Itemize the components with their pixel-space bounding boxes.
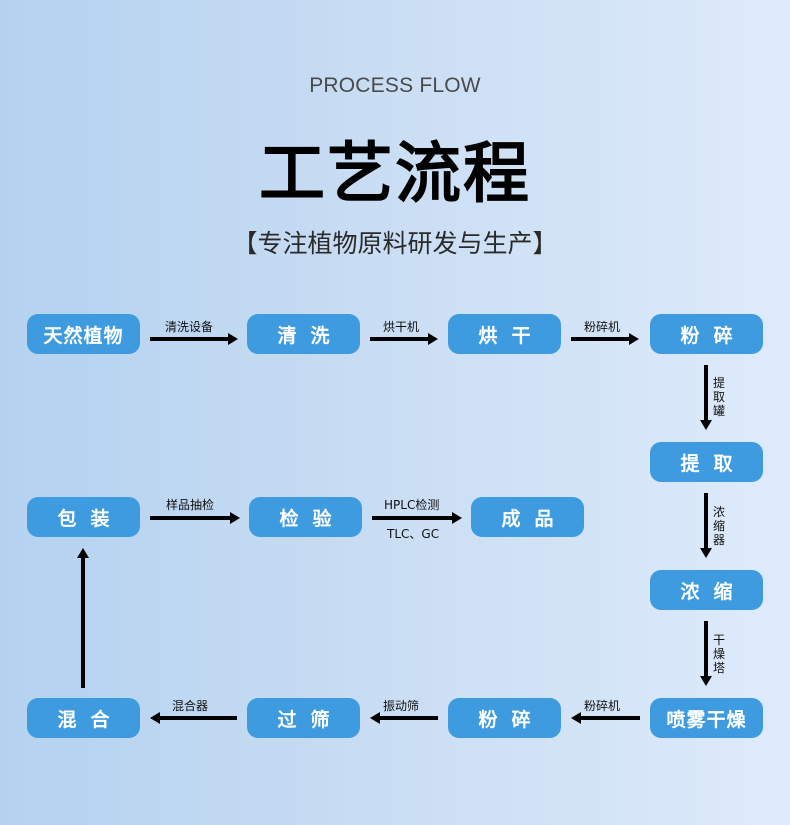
arrow-head-down-icon bbox=[700, 420, 712, 430]
node-washing: 清洗 bbox=[247, 314, 360, 354]
arrow-line bbox=[150, 516, 232, 520]
node-crushing-1: 粉碎 bbox=[650, 314, 763, 354]
edge-label: 粉碎机 bbox=[584, 320, 621, 334]
subtitle-english: PROCESS FLOW bbox=[309, 74, 481, 97]
arrow-head-right-icon bbox=[452, 512, 462, 524]
edge-label: 样品抽检 bbox=[166, 498, 215, 512]
node-packaging: 包装 bbox=[27, 497, 140, 537]
node-drying: 烘干 bbox=[448, 314, 561, 354]
arrow-head-right-icon bbox=[230, 512, 240, 524]
node-sieving: 过筛 bbox=[247, 698, 360, 738]
arrow-head-down-icon bbox=[700, 676, 712, 686]
edge-label: 浓缩器 bbox=[713, 505, 726, 547]
arrow-line bbox=[704, 493, 708, 550]
node-natural-plants: 天然植物 bbox=[27, 314, 140, 354]
arrow-line bbox=[571, 337, 631, 341]
node-mixing: 混合 bbox=[27, 698, 140, 738]
node-inspection: 检验 bbox=[249, 497, 362, 537]
arrow-line bbox=[704, 621, 708, 678]
node-crushing-2: 粉碎 bbox=[448, 698, 561, 738]
arrow-line bbox=[372, 516, 454, 520]
arrow-head-right-icon bbox=[428, 333, 438, 345]
edge-label: 振动筛 bbox=[383, 699, 420, 713]
edge-label: 提取罐 bbox=[713, 376, 726, 418]
edge-label: 混合器 bbox=[172, 699, 209, 713]
arrow-line bbox=[150, 337, 230, 341]
arrow-head-right-icon bbox=[629, 333, 639, 345]
node-finished-product: 成品 bbox=[471, 497, 584, 537]
node-extraction: 提取 bbox=[650, 442, 763, 482]
arrow-head-down-icon bbox=[700, 548, 712, 558]
edge-label: 清洗设备 bbox=[165, 320, 214, 334]
arrow-head-up-icon bbox=[77, 548, 89, 558]
edge-label: 粉碎机 bbox=[584, 699, 621, 713]
arrow-line bbox=[159, 716, 237, 720]
node-spray-drying: 喷雾干燥 bbox=[650, 698, 763, 738]
arrow-line bbox=[81, 556, 85, 688]
arrow-line bbox=[704, 365, 708, 422]
edge-label: 干燥塔 bbox=[713, 633, 726, 675]
arrow-head-left-icon bbox=[150, 712, 160, 724]
edge-label: HPLC检测 bbox=[384, 498, 440, 512]
arrow-head-left-icon bbox=[571, 712, 581, 724]
arrow-head-left-icon bbox=[370, 712, 380, 724]
arrow-line bbox=[379, 716, 438, 720]
edge-label-below: TLC、GC bbox=[387, 527, 440, 541]
node-concentration: 浓缩 bbox=[650, 570, 763, 610]
tagline: 【专注植物原料研发与生产】 bbox=[232, 229, 558, 258]
arrow-head-right-icon bbox=[228, 333, 238, 345]
arrow-line bbox=[580, 716, 640, 720]
arrow-line bbox=[370, 337, 430, 341]
page-title: 工艺流程 bbox=[259, 135, 531, 212]
edge-label: 烘干机 bbox=[383, 320, 420, 334]
